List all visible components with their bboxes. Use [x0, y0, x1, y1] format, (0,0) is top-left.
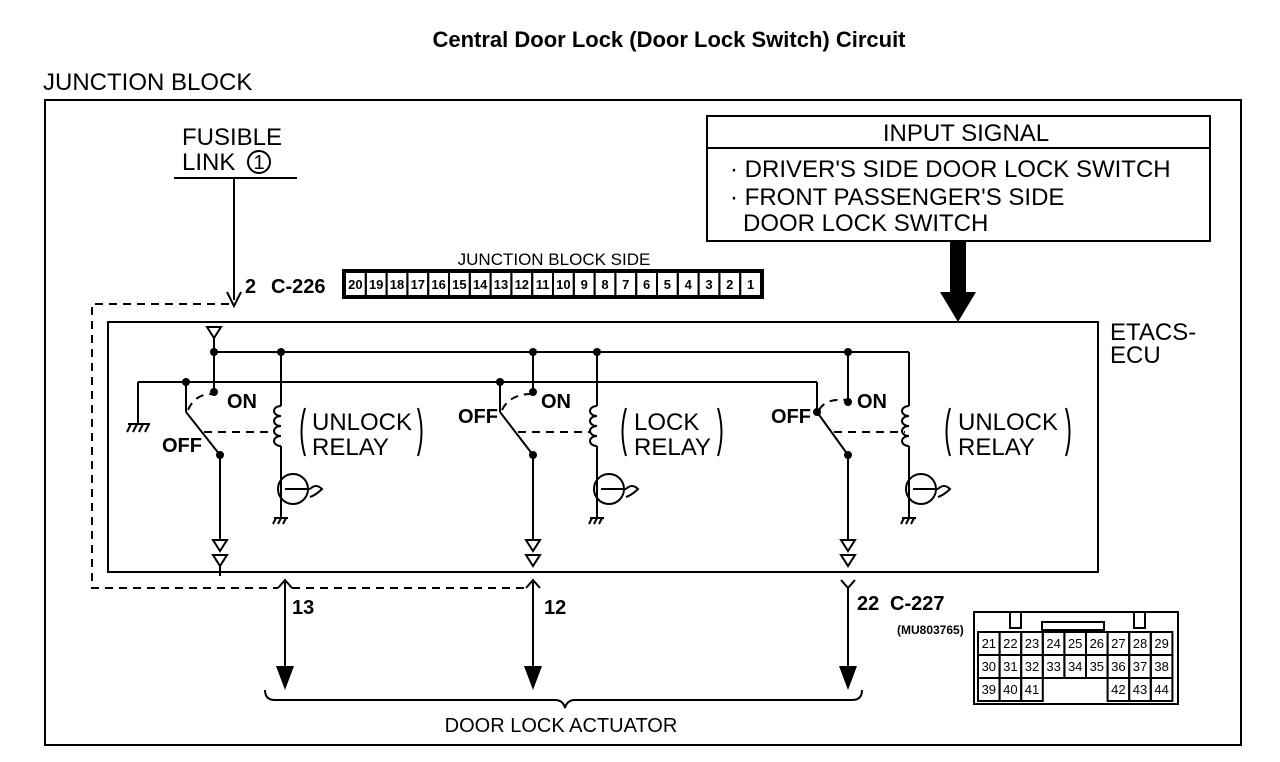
c226-pin-label: 10	[556, 277, 570, 292]
etacs-ecu-box	[107, 321, 1099, 573]
c227-pin-label: 39	[982, 682, 996, 697]
relay1-on-label: ON	[227, 391, 257, 413]
c227-pin-label: 22	[1003, 636, 1017, 651]
c226-pin-label: 9	[581, 277, 588, 292]
c226-pin-label: 20	[348, 277, 362, 292]
c227-pin-label: 21	[982, 636, 996, 651]
unlock-relay-left	[182, 348, 423, 568]
c227-pin-label: 34	[1068, 659, 1082, 674]
junction-block-frame	[44, 99, 1242, 746]
c227-connector: 21 22 23 24 25 26 27 28 29 30 31 32 33 34 35 36 37 38 39 40…	[973, 611, 1179, 705]
c226-pin-label: 7	[622, 277, 629, 292]
c227-pin-label: 30	[982, 659, 996, 674]
c227-pin-label: 35	[1090, 659, 1104, 674]
c227-pin-label: 38	[1154, 659, 1168, 674]
relay1-off-label: OFF	[162, 435, 202, 457]
c226-pin-label: 16	[431, 277, 445, 292]
c226-pin-cell	[739, 271, 763, 297]
c226-side-label: JUNCTION BLOCK SIDE	[458, 250, 651, 269]
input-signal-item-3: DOOR LOCK SWITCH	[743, 210, 988, 237]
c227-pin-label: 25	[1068, 636, 1082, 651]
c226-pin-label: 18	[390, 277, 404, 292]
relay2-name-line1: LOCK	[634, 409, 699, 436]
unlock-relay-right	[813, 348, 1071, 568]
c227-pin-label: 36	[1111, 659, 1125, 674]
input-signal-header: INPUT SIGNAL	[883, 120, 1049, 147]
c227-pin-cell	[1020, 677, 1044, 702]
c227-pin-label: 26	[1090, 636, 1104, 651]
input-signal-item-2: · FRONT PASSENGER'S SIDE	[730, 184, 1064, 211]
c227-pin-label: 41	[1025, 682, 1039, 697]
c227-pin-label: 37	[1133, 659, 1147, 674]
c227-pin-label: 29	[1154, 636, 1168, 651]
c226-pin-label: 5	[664, 277, 671, 292]
c226-pin-label: 2	[726, 277, 733, 292]
c227-pin-label: 40	[1003, 682, 1017, 697]
c227-pin-cell	[1149, 677, 1174, 702]
c227-pin-label: 32	[1025, 659, 1039, 674]
relay1-name-line2: RELAY	[312, 434, 389, 461]
relay3-name-line2: RELAY	[958, 434, 1035, 461]
c227-pin-label: 24	[1046, 636, 1060, 651]
c226-pin-label: 1	[747, 277, 754, 292]
diagram-title: Central Door Lock (Door Lock Switch) Cir…	[432, 27, 906, 52]
output-wire-12	[524, 578, 542, 690]
junction-block-label: JUNCTION BLOCK	[43, 69, 252, 96]
relay2-off-label: OFF	[458, 406, 498, 428]
lock-relay	[496, 348, 723, 568]
c226-pin-number: 2	[245, 276, 256, 298]
c227-pin-label: 28	[1133, 636, 1147, 651]
relay3-off-label: OFF	[771, 406, 811, 428]
c227-pin-label: 23	[1025, 636, 1039, 651]
ecu-label-line2: ECU	[1110, 342, 1161, 369]
fusible-link-label-line2: LINK	[182, 149, 235, 176]
actuator-bracket	[264, 689, 863, 709]
c226-pin-label: 15	[452, 277, 466, 292]
c227-pin-label: 43	[1133, 682, 1147, 697]
c226-pin-label: 3	[705, 277, 712, 292]
relay3-on-label: ON	[857, 391, 887, 413]
fusible-link-wire-arrow	[226, 291, 242, 309]
c226-pin-label: 12	[515, 277, 529, 292]
c226-connector-name: C-226	[271, 276, 325, 298]
fusible-link-number: 1	[253, 152, 264, 174]
output-wire-13	[219, 566, 294, 690]
pin-13-label: 13	[292, 597, 314, 619]
c227-pin-label: 44	[1154, 682, 1168, 697]
input-signal-arrow-shaft	[950, 241, 966, 294]
input-signal-arrow-head	[940, 292, 976, 322]
c227-pin-label: 31	[1003, 659, 1017, 674]
c227-pin-label: 33	[1046, 659, 1060, 674]
pin-12-label: 12	[544, 597, 566, 619]
input-signal-item-1: · DRIVER'S SIDE DOOR LOCK SWITCH	[730, 156, 1171, 183]
fusible-link-label-line1: FUSIBLE	[182, 124, 282, 151]
c226-pin-label: 19	[369, 277, 383, 292]
c226-pin-label: 4	[685, 277, 693, 292]
ecu-label-line1: ETACS-	[1110, 319, 1196, 346]
c227-pin-label: 27	[1111, 636, 1125, 651]
pin-22-label: 22	[857, 593, 879, 615]
relay3-name-line1: UNLOCK	[958, 409, 1058, 436]
output-wire-22	[839, 579, 857, 690]
c226-pin-label: 11	[536, 277, 550, 292]
c226-pin-label: 17	[411, 277, 425, 292]
ecu-ground-symbol	[126, 423, 150, 433]
actuator-label: DOOR LOCK ACTUATOR	[445, 715, 678, 737]
c227-pin-label: 42	[1111, 682, 1125, 697]
c226-pin-label: 6	[643, 277, 650, 292]
c226-pin-label: 8	[601, 277, 608, 292]
ecu-power-input-terminal	[205, 326, 223, 340]
c227-connector-name: C-227	[890, 593, 944, 615]
c227-part-number: (MU803765)	[897, 623, 964, 637]
relay2-on-label: ON	[541, 391, 571, 413]
fusible-link-number-circle	[247, 150, 271, 174]
relay2-name-line2: RELAY	[634, 434, 711, 461]
c226-pin-label: 14	[473, 277, 488, 292]
c226-pin-label: 13	[494, 277, 508, 292]
relay1-name-line1: UNLOCK	[312, 409, 412, 436]
